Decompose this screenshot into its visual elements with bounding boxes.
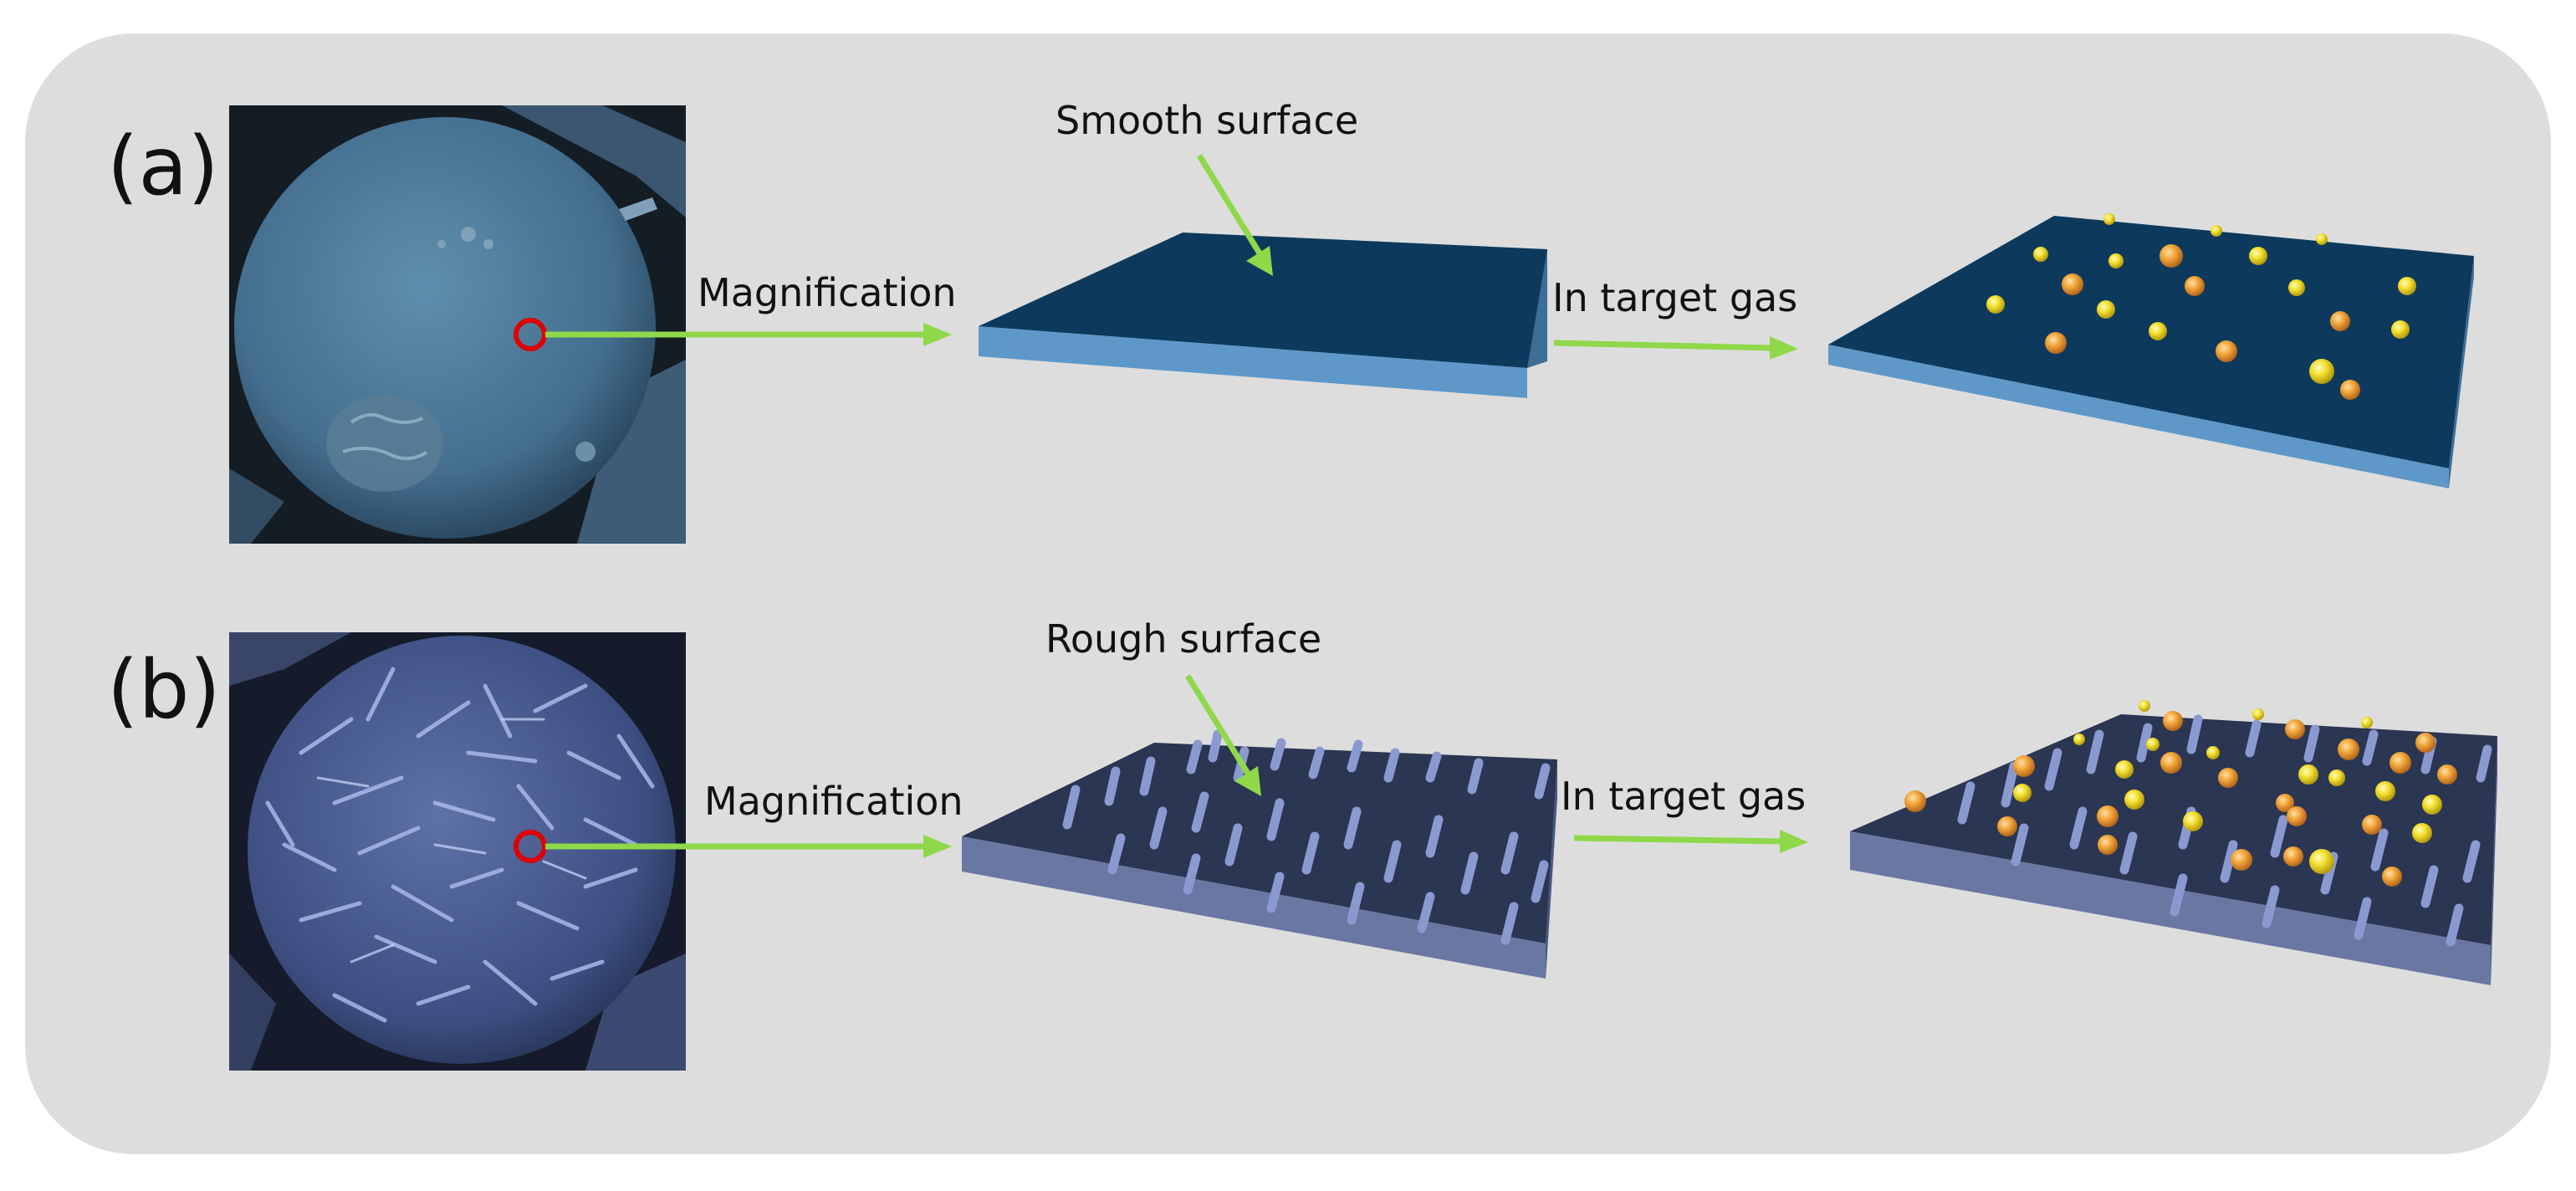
- magnifier-circle-a: [514, 318, 547, 351]
- magnification-arrow-a: [545, 323, 952, 346]
- nanorod-texture: [265, 667, 655, 1023]
- panel-label-a: (a): [107, 120, 219, 213]
- panel-label-b: (b): [107, 643, 221, 737]
- smooth-slab-with-gas: [1828, 213, 2474, 488]
- panel-a: (a) Magnification: [107, 98, 2474, 544]
- surface-patch: [326, 395, 443, 492]
- gas-molecules-a: [1986, 213, 2416, 400]
- magnification-arrow-b: [545, 835, 952, 858]
- smooth-slab: [979, 233, 1547, 398]
- rough-slab: [962, 729, 1557, 979]
- rough-surface-label: Rough surface: [1045, 616, 1321, 662]
- magnification-label-a: Magnification: [698, 270, 957, 315]
- sem-image-smooth: [229, 105, 686, 544]
- gas-label-b: In target gas: [1561, 774, 1806, 819]
- panel-b: (b): [107, 616, 2497, 1071]
- gas-molecules-b: [1904, 700, 2457, 887]
- magnification-label-b: Magnification: [704, 779, 963, 824]
- gas-arrow-b: [1573, 830, 1808, 853]
- nanorods-rough: [1062, 729, 1551, 945]
- smooth-surface-label: Smooth surface: [1055, 98, 1358, 143]
- rough-surface-pointer: [1185, 674, 1261, 796]
- smooth-surface-pointer: [1197, 154, 1273, 276]
- magnifier-circle-b: [514, 830, 547, 863]
- sem-image-rough: [229, 632, 686, 1071]
- gas-label-a: In target gas: [1552, 275, 1797, 320]
- rough-slab-with-gas: [1850, 700, 2497, 985]
- gas-arrow-a: [1553, 336, 1798, 360]
- microsphere-smooth: [234, 117, 656, 539]
